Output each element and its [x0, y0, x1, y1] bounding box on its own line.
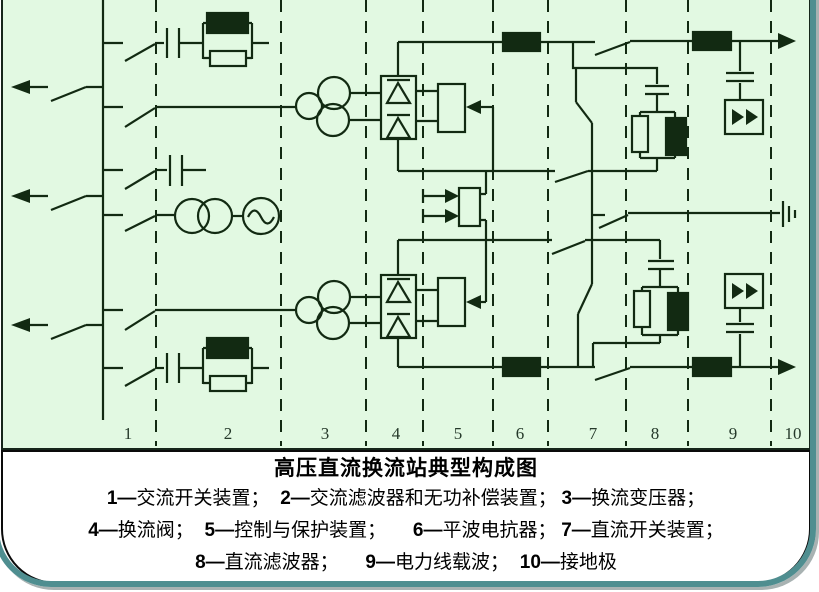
- legend-item-6: 6—平波电抗器；: [412, 520, 557, 541]
- column-label-3: 3: [320, 424, 330, 443]
- dc-filter-top: [571, 42, 688, 171]
- legend-item-2: 2—交流滤波器和无功补偿装置；: [280, 488, 557, 509]
- dc-line-top: [396, 30, 796, 76]
- legend-row-3: 8—直流滤波器； 9—电力线载波； 10—接地极: [3, 547, 809, 579]
- legend-item-7: 7—直流开关装置；: [561, 520, 724, 541]
- ac-line-arrow-3: [11, 318, 87, 341]
- column-label-5: 5: [453, 424, 463, 443]
- ac-line-arrow-1: [11, 80, 87, 103]
- legend-item-1: 1—交流开关装置；: [106, 488, 270, 509]
- line-trap-top: [691, 30, 733, 52]
- dc-filter-bottom: [591, 240, 690, 367]
- converter-valve-top: [379, 74, 438, 141]
- legend-item-9: 9—电力线载波；: [365, 552, 510, 573]
- dc-line-bottom: [398, 356, 796, 382]
- synchronous-compensator: [124, 196, 281, 236]
- plc-terminal-bottom: [723, 272, 765, 367]
- diagram-title: 高压直流换流站典型构成图: [274, 457, 538, 480]
- ac-line-arrow-2: [11, 189, 87, 212]
- dc-switch-chain: [574, 68, 594, 367]
- caption-panel: 高压直流换流站典型构成图 1—交流开关装置； 2—交流滤波器和无功补偿装置； 3…: [1, 450, 811, 584]
- smoothing-reactor-top: [501, 31, 542, 53]
- ac-filter-bottom: [124, 336, 269, 393]
- legend-item-10: 10—接地极: [519, 552, 617, 573]
- column-label-7: 7: [588, 424, 598, 443]
- column-label-9: 9: [728, 424, 738, 443]
- shunt-capacitor: [124, 155, 206, 190]
- ground-electrode-line: [592, 201, 797, 230]
- converter-transformer-top: [124, 75, 381, 138]
- legend-item-5: 5—控制与保护装置；: [204, 520, 387, 541]
- valve-control-box-bottom: [436, 276, 467, 328]
- legend-item-4: 4—换流阀；: [88, 520, 194, 541]
- hvdc-station-diagram: [11, 0, 797, 446]
- valve-control-box-top: [436, 82, 495, 171]
- column-label-2: 2: [223, 424, 233, 443]
- converter-transformer-bottom: [124, 279, 381, 341]
- diagram-panel: 1 2 3 4 5 6 7 8 9 10: [1, 0, 811, 450]
- legend-item-8: 8—直流滤波器；: [195, 552, 339, 573]
- ac-bus: [86, 0, 123, 420]
- neutral-line-top: [396, 139, 657, 184]
- control-protection-box: [421, 171, 488, 309]
- column-label-6: 6: [515, 424, 525, 443]
- smoothing-reactor-bottom: [501, 356, 542, 378]
- legend-row-2: 4—换流阀； 5—控制与保护装置； 6—平波电抗器； 7—直流开关装置；: [3, 515, 809, 547]
- column-label-1: 1: [123, 424, 133, 443]
- column-separator-lines: [155, 0, 772, 446]
- column-label-10: 10: [784, 424, 802, 443]
- plc-terminal-top: [723, 41, 765, 136]
- ac-filter-top: [124, 11, 269, 68]
- legend-row-1: 1—交流开关装置； 2—交流滤波器和无功补偿装置； 3—换流变压器；: [3, 483, 809, 515]
- legend-item-3: 3—换流变压器；: [561, 488, 706, 509]
- column-label-4: 4: [391, 424, 401, 443]
- converter-valve-bottom: [379, 273, 438, 367]
- ground-electrode: [781, 201, 797, 227]
- line-trap-bottom: [691, 356, 733, 378]
- column-label-8: 8: [650, 424, 660, 443]
- neutral-line-bottom: [396, 238, 660, 275]
